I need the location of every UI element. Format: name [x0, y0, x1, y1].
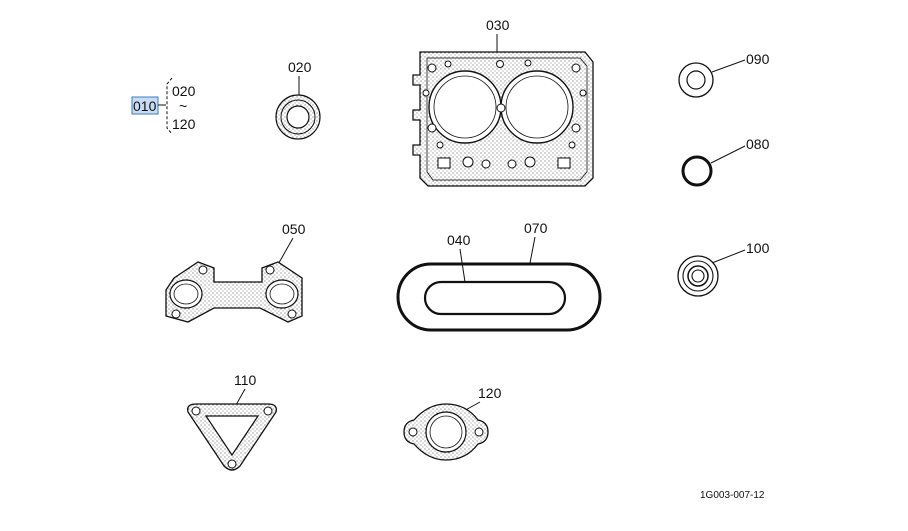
callout-030[interactable]: 030 [486, 17, 510, 33]
callout-010[interactable]: 010 [133, 98, 157, 114]
part-020-seal[interactable]: 020 [275, 59, 321, 140]
callout-090[interactable]: 090 [746, 51, 770, 67]
part-070-outer-seal[interactable]: 070 [396, 220, 602, 332]
range-separator: ~ [179, 98, 187, 114]
part-030-head-gasket[interactable]: 030 [412, 17, 594, 187]
callout-100[interactable]: 100 [746, 240, 770, 256]
part-100-seal[interactable]: 100 [677, 240, 770, 297]
callout-020[interactable]: 020 [288, 59, 312, 75]
part-110-triangle-gasket[interactable]: 110 [187, 372, 277, 471]
range-from-label: 020 [172, 83, 196, 99]
part-090-washer[interactable]: 090 [678, 51, 770, 98]
callout-010-group[interactable]: 010 020 ~ 120 [131, 77, 196, 135]
callout-110[interactable]: 110 [234, 372, 257, 388]
callout-040[interactable]: 040 [447, 232, 471, 248]
callout-080[interactable]: 080 [746, 136, 770, 152]
part-040-inner-seal[interactable]: 040 [423, 232, 567, 316]
callout-050[interactable]: 050 [282, 221, 306, 237]
part-050-manifold-gasket[interactable]: 050 [165, 221, 306, 323]
figure-code: 1G003-007-12 [700, 490, 765, 501]
callout-120[interactable]: 120 [478, 385, 502, 401]
part-080-o-ring[interactable]: 080 [681, 136, 770, 187]
range-to-label: 120 [172, 116, 196, 132]
callout-070[interactable]: 070 [524, 220, 548, 236]
part-120-flange-gasket[interactable]: 120 [403, 385, 502, 461]
